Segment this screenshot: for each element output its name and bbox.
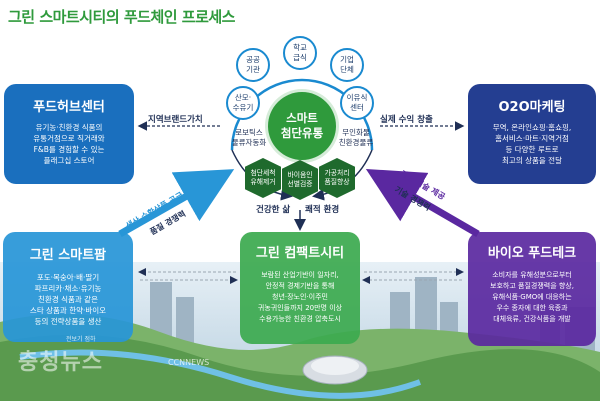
circle-maternity: 산모· 수유기 [226, 86, 260, 120]
label-pleasant-env: 쾌적 환경 [305, 205, 340, 215]
biotech-title: 바이오 푸드테크 [487, 246, 577, 261]
label-unmanned-logistics: 무인화물 친환경물류 [338, 128, 374, 147]
smartfarm-title: 그린 스마트팜 [29, 248, 107, 263]
circle-corporate: 기업 단체 [330, 48, 364, 82]
circle-public-institution: 공공 기관 [236, 48, 270, 82]
panel-smartfarm: 그린 스마트팜 포도·복숭아·배·딸기 파프리카·채소·유기농 친환경 식품과 … [3, 232, 133, 342]
center-smart-distribution: 스마트 첨단유통 [268, 92, 336, 160]
biotech-desc: 소비자를 유해성분으로부터 보호하고 품질경쟁력을 향상, 유해식품·GMO에 … [490, 271, 574, 323]
o2o-desc: 무역, 온라인쇼핑·홈쇼핑, 홈서비스·마트·지역거점 등 다양한 루트로 최고… [492, 123, 572, 165]
food-hub-desc: 유기농·친환경 식품의 유통거점으로 직거래와 F&B를 경험할 수 있는 플래… [33, 123, 105, 165]
panel-o2o: O2O마케팅 무역, 온라인쇼핑·홈쇼핑, 홈서비스·마트·지역거점 등 다양한… [468, 84, 596, 184]
page-title: 그린 스마트시티의 푸드체인 프로세스 [8, 8, 235, 26]
food-hub-title: 푸드허브센터 [33, 100, 105, 115]
smartfarm-desc: 포도·복숭아·배·딸기 파프리카·채소·유기농 친환경 식품과 같은 스타 상품… [29, 273, 107, 326]
circle-baby-food: 이유식 센터 [340, 86, 374, 120]
panel-biotech: 바이오 푸드테크 소비자를 유해성분으로부터 보호하고 품질경쟁력을 향상, 유… [468, 232, 596, 346]
hex-processing: 가공처리 품질향상 [319, 158, 355, 198]
watermark-logo: 충청뉴스 [18, 350, 103, 375]
circle-school-meal: 학교 급식 [283, 36, 317, 70]
panel-food-hub: 푸드허브센터 유기농·친환경 식품의 유통거점으로 직거래와 F&B를 경험할 … [4, 84, 134, 184]
panel-compact-city: 그린 컴팩트시티 보람된 산업기반이 일자리, 안정적 경제기반을 통해 청년·… [240, 232, 360, 344]
hex-cleaning: 첨단세척 유해제거 [245, 158, 281, 198]
label-real-revenue: 실제 수익 창출 [380, 115, 433, 125]
watermark-sub: CCNNEWS [168, 358, 210, 367]
image-credit: 전보기 점하 [66, 336, 96, 343]
label-healthy-life: 건강한 삶 [256, 205, 291, 215]
compact-desc: 보람된 산업기반이 일자리, 안정적 경제기반을 통해 청년·장노인·이주민 귀… [257, 271, 343, 323]
label-regional-brand: 지역브랜드가치 [148, 115, 203, 125]
hex-biome: 바이옴인 선별검증 [282, 160, 318, 200]
compact-title: 그린 컴팩트시티 [255, 246, 345, 261]
o2o-title: O2O마케팅 [498, 100, 566, 115]
label-robotics: 로보틱스 물류자동화 [231, 128, 267, 147]
